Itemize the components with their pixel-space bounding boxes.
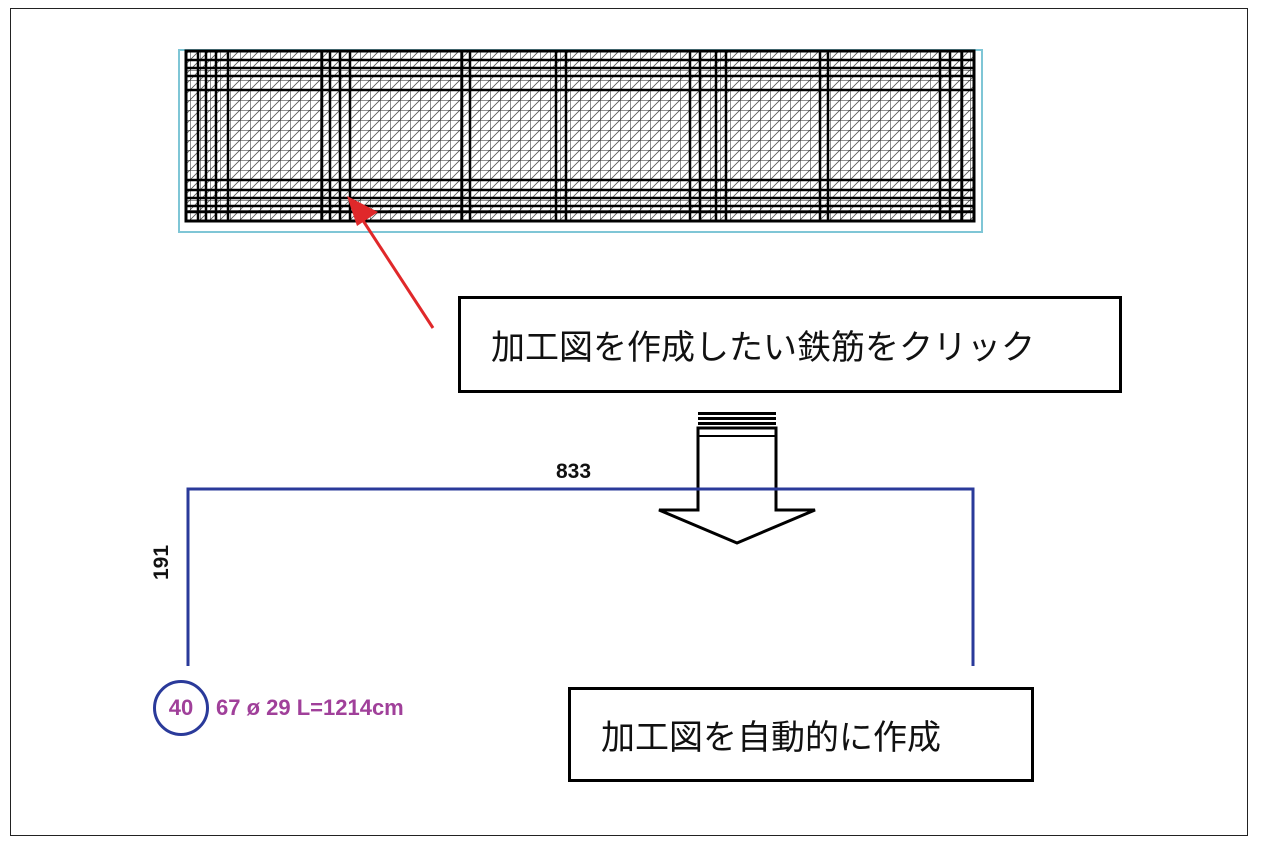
bar-description: 67 ø 29 L=1214cm (216, 695, 404, 720)
bar-mark-circle: 40 (153, 680, 209, 736)
rebar-shape (186, 487, 975, 666)
mesh-heavy-bars (186, 51, 974, 221)
mesh-grid (184, 49, 976, 223)
dimension-horizontal: 833 (556, 460, 592, 483)
down-arrow-icon (658, 412, 816, 545)
callout-top-text: 加工図を作成したい鉄筋をクリック (491, 328, 1035, 368)
rebar-mesh-panel[interactable] (178, 49, 983, 233)
callout-bottom-text: 加工図を自動的に作成 (601, 718, 941, 758)
red-arrow-icon (347, 196, 435, 329)
dimension-vertical: 191 (150, 544, 173, 580)
callout-auto-create: 加工図を自動的に作成 (568, 687, 1034, 782)
figure-frame (10, 8, 1248, 836)
callout-click-rebar: 加工図を作成したい鉄筋をクリック (458, 296, 1122, 393)
